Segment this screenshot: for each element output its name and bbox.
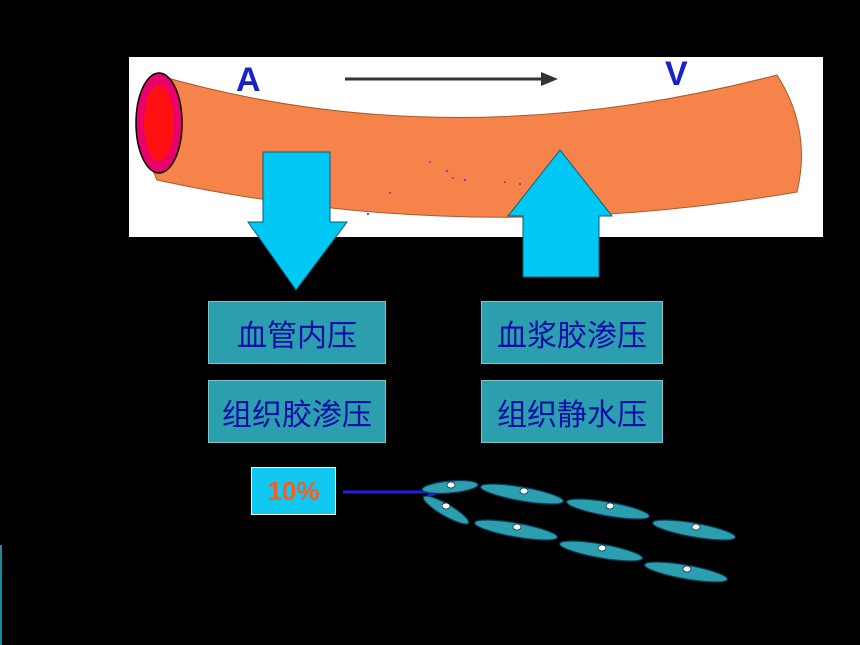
lymph-percent-label: 10% xyxy=(251,467,336,515)
vessel-lumen-inner xyxy=(144,85,174,161)
lymph-cell-nuclei xyxy=(441,481,701,573)
flow-arrow-head xyxy=(541,72,558,86)
arterial-end-label: A xyxy=(236,61,261,99)
outward-force-label: 血管内压 xyxy=(208,301,386,364)
inward-force-label: 组织静水压 xyxy=(481,380,663,443)
filtration-arrow-down xyxy=(247,151,348,291)
vessel-speckles xyxy=(366,161,522,216)
inward-force-label: 血浆胶渗压 xyxy=(481,301,663,364)
lymph-cell xyxy=(422,495,470,525)
venous-end-label: V xyxy=(665,55,688,93)
reabsorption-arrow-up xyxy=(506,149,614,278)
outward-force-label: 组织胶渗压 xyxy=(208,380,386,443)
edge-mark xyxy=(0,545,2,645)
